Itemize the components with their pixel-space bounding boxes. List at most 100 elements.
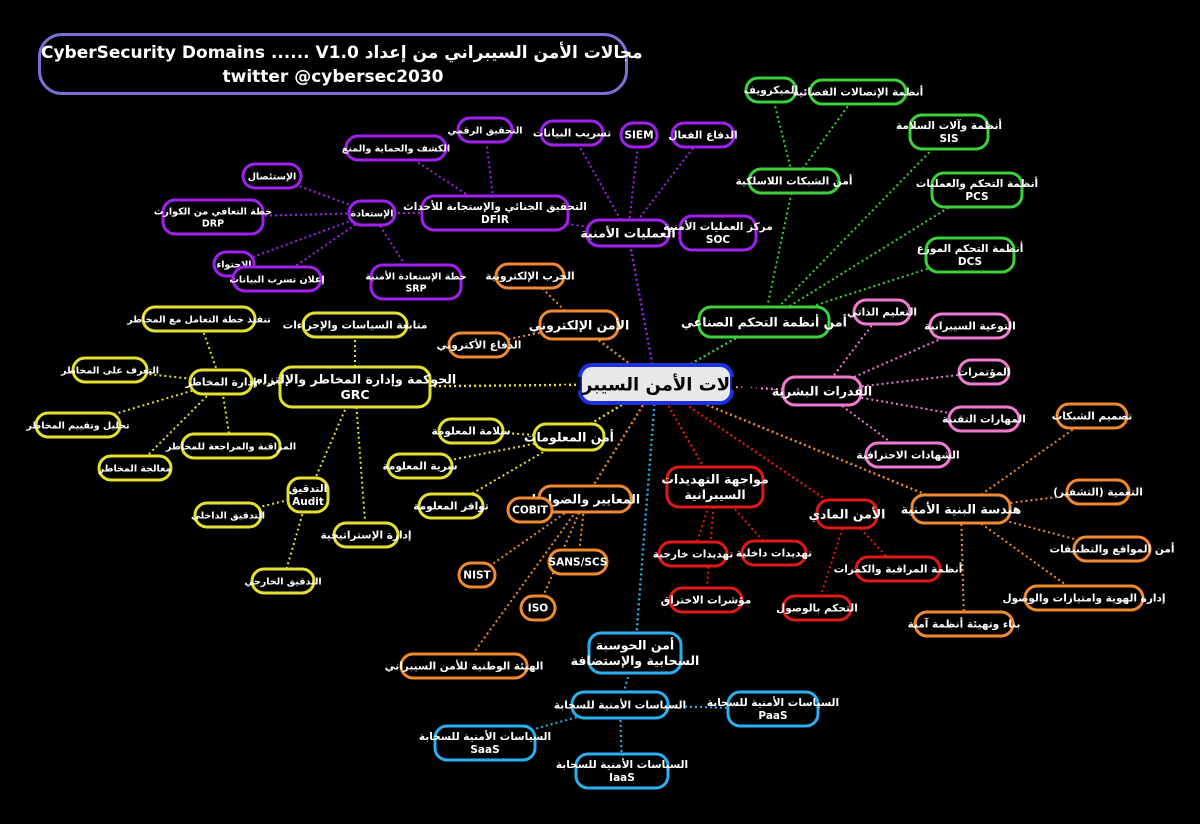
node-riskmgmt: إدارة المخاطر: [185, 368, 257, 396]
node-breachnote: إعلان تسرب البيانات: [229, 265, 325, 293]
node-box: [437, 417, 505, 445]
node-integrity: سلامة المعلومة: [431, 417, 511, 445]
node-label: الدفاع الأكتروني: [437, 339, 522, 352]
edge-std-nca: [463, 498, 586, 667]
node-box: [744, 76, 798, 104]
node-box: [386, 452, 454, 480]
node-label: تهديدات داخلية: [736, 548, 812, 560]
node-box: [369, 263, 463, 301]
node-riskplan: تنفيذ خطة التعامل مع المخاطر: [126, 305, 271, 333]
node-box: [908, 113, 990, 151]
node-box: [457, 561, 497, 589]
node-strategy: إدارة الإستراتيجية: [320, 521, 412, 549]
node-box: [506, 496, 554, 524]
edge-center-secops: [626, 232, 658, 385]
node-riskeval: تحليل وتقييم المخاطر: [25, 411, 130, 439]
node-box: [808, 78, 908, 106]
edge-ics-pcs: [763, 189, 978, 323]
node-box: [539, 119, 605, 147]
node-label: الإحتواء: [216, 259, 251, 270]
node-risktreat: معالجة المخاطر: [97, 454, 173, 482]
edge-center-phys: [655, 383, 848, 515]
node-riskid: التعرف على المخاطر: [60, 356, 159, 384]
node-conf: المؤتمرات: [957, 358, 1011, 386]
node-nca: الهيئة الوطنية للأمن السيبراني: [385, 652, 543, 680]
node-box: [494, 262, 566, 290]
edge-recovery-srp: [371, 212, 417, 283]
title-line-2: twitter @cybersec2030: [222, 67, 444, 87]
edge-wireless-satcom: [793, 91, 859, 182]
node-label: إعلان تسرب البيانات: [229, 274, 324, 285]
node-box: [668, 586, 744, 614]
node-label: SIEM: [624, 130, 653, 142]
node-active: الدفاع الفعال: [668, 121, 738, 149]
node-nist: NIST: [457, 561, 497, 589]
node-box: [657, 540, 729, 568]
node-label: أمن المواقع والتطبيقات: [1050, 542, 1175, 556]
node-box: [928, 312, 1012, 340]
node-box: [332, 521, 400, 549]
node-box: [532, 422, 606, 452]
node-box: [574, 752, 670, 790]
node-box: [417, 492, 485, 520]
node-techskills: المهارات التقنية: [942, 405, 1026, 433]
node-intaudit: التدقيق الداخلي: [191, 501, 265, 529]
node-label: المهارات التقنية: [942, 414, 1026, 426]
node-box: [930, 171, 1024, 209]
node-label: التعرف على المخاطر: [60, 365, 159, 376]
node-box: [678, 214, 758, 252]
node-label: هندسة البنية الأمنية: [901, 501, 1022, 516]
node-box: [726, 690, 820, 728]
node-avail: توافر المعلومة: [413, 492, 489, 520]
node-label: NIST: [463, 570, 491, 582]
node-center: مجالات الأمن السيبراني: [551, 363, 761, 405]
node-box: [141, 305, 257, 333]
node-human: القدرات البشرية: [772, 375, 872, 407]
node-box: [231, 265, 323, 293]
node-box: [587, 631, 683, 675]
node-box: [913, 610, 1015, 638]
node-label: أمن الشبكات اللاسلكية: [736, 174, 853, 188]
edge-phys-access: [816, 513, 848, 609]
node-label: مؤشرات الاختراق: [661, 595, 752, 607]
node-box: [578, 363, 734, 405]
node-sans: SANS/SCS: [547, 548, 609, 576]
node-label: COBIT: [512, 505, 549, 517]
node-cloudpol: السياسات الأمنية للسحابة: [554, 690, 686, 720]
edge-riskmgmt-risktreat: [134, 381, 222, 469]
node-label: التدقيق الخارجي: [244, 576, 321, 587]
node-box: [619, 121, 659, 149]
node-cobit: COBIT: [506, 496, 554, 524]
node-box: [344, 134, 448, 162]
node-recovery: الإستعادة: [347, 199, 397, 227]
node-label: ISO: [528, 603, 548, 615]
node-label: التوعية السيبرانية: [924, 321, 1015, 333]
node-label: أمن المعلومات: [524, 428, 614, 444]
node-label: SANS/SCS: [549, 557, 608, 569]
node-dlp: تسريب البيانات: [533, 119, 611, 147]
node-hardening: بناء وتهيئة أنظمة آمنة: [908, 610, 1020, 638]
node-iso: ISO: [519, 594, 557, 622]
node-label: إدارة الهوية وامتيازات والوصول: [1003, 593, 1166, 605]
node-label: سرية المعلومة: [382, 461, 457, 473]
node-label: العمليات الأمنية: [580, 225, 675, 240]
node-websec: أمن المواقع والتطبيقات: [1050, 535, 1175, 563]
node-box: [161, 198, 265, 236]
node-box: [301, 311, 409, 339]
node-cctv: أنظمة المراقبة والكمرات: [834, 555, 962, 583]
node-box: [1023, 584, 1145, 612]
node-ioc: مؤشرات الاختراق: [661, 586, 752, 614]
node-label: المؤتمرات: [958, 367, 1011, 379]
node-label: توافر المعلومة: [413, 501, 488, 513]
node-box: [1072, 535, 1152, 563]
